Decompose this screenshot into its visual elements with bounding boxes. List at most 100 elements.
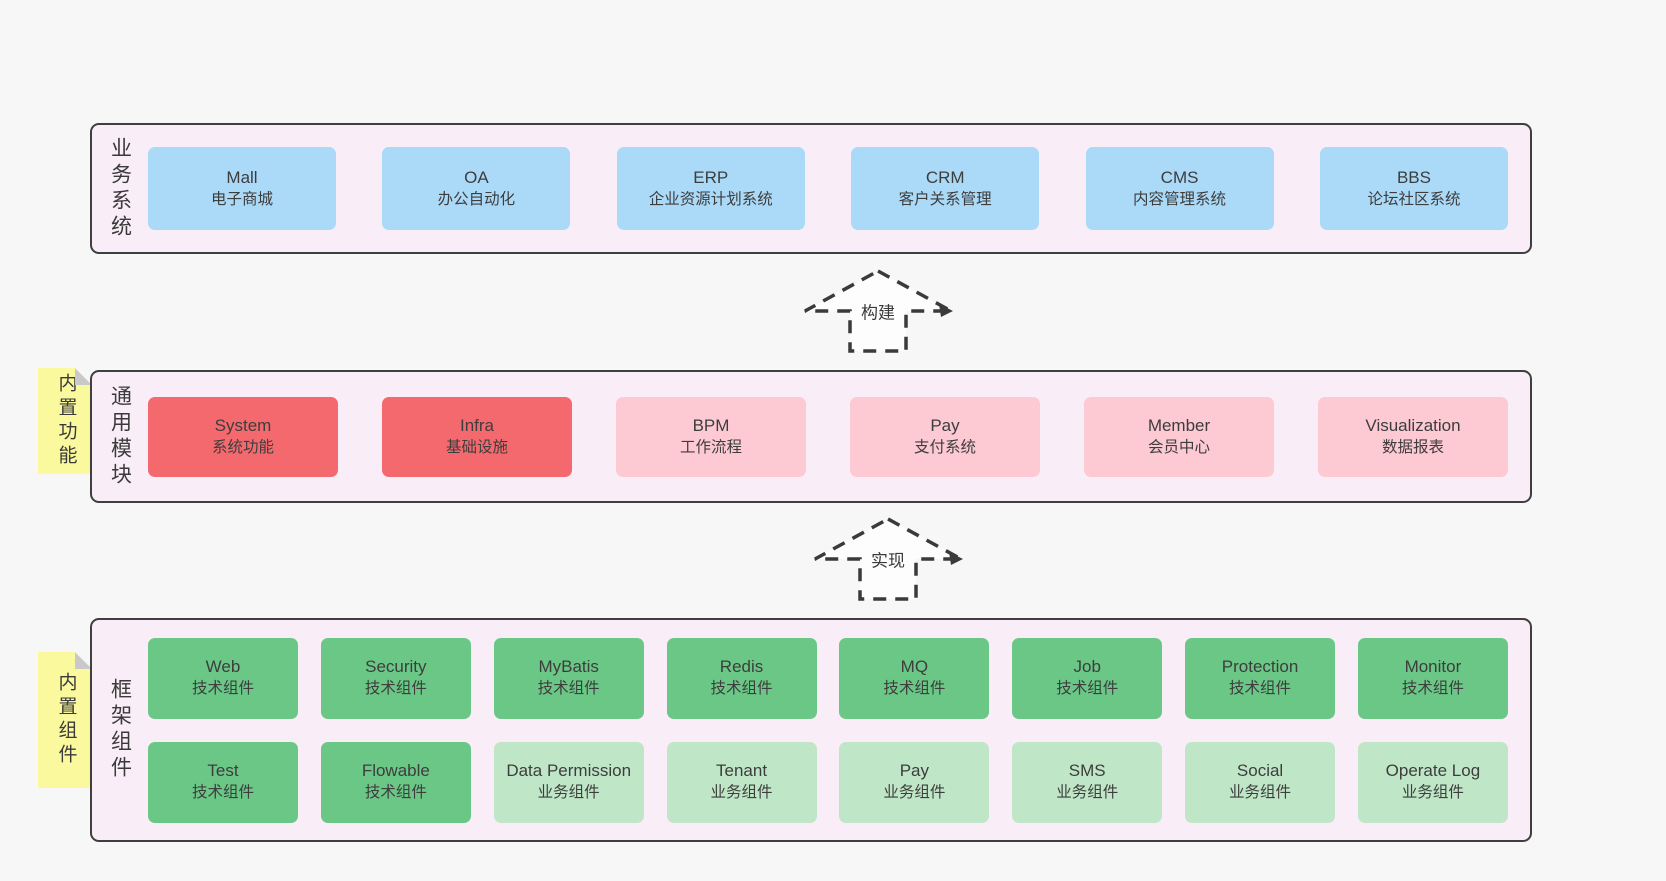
node-name: Social	[1236, 761, 1284, 781]
node-test: Test 技术组件	[148, 741, 298, 823]
node-pay-system: Pay 支付系统	[850, 396, 1040, 477]
node-subtitle: 内容管理系统	[1133, 190, 1227, 208]
node-bpm: BPM 工作流程	[616, 396, 806, 477]
node-name: System	[214, 415, 272, 435]
node-sms: SMS 业务组件	[1012, 741, 1163, 823]
sticky-built-in-features-label: 内置功能	[55, 373, 77, 469]
band-framework-components-label: 框架组件	[108, 678, 132, 782]
node-subtitle: 业务组件	[1229, 784, 1292, 801]
node-mybatis: MyBatis 技术组件	[493, 637, 644, 719]
node-subtitle: 系统功能	[211, 438, 274, 456]
node-mall: Mall 电子商城	[148, 147, 336, 230]
node-name: BBS	[1396, 167, 1431, 187]
node-subtitle: 客户关系管理	[898, 190, 992, 208]
component-row-2: Test 技术组件 Flowable 技术组件 Data Permission …	[148, 741, 1508, 823]
node-name: Security	[365, 657, 427, 677]
node-subtitle: 技术组件	[364, 680, 427, 697]
node-flowable: Flowable 技术组件	[320, 741, 471, 823]
node-name: OA	[464, 167, 489, 187]
node-subtitle: 办公自动化	[437, 190, 516, 208]
node-subtitle: 技术组件	[1401, 680, 1464, 697]
node-name: Flowable	[361, 761, 430, 781]
node-subtitle: 企业资源计划系统	[648, 190, 773, 208]
node-protection: Protection 技术组件	[1185, 637, 1336, 719]
node-subtitle: 业务组件	[1056, 784, 1119, 801]
node-pay-component: Pay 业务组件	[839, 741, 990, 823]
node-mq: MQ 技术组件	[839, 637, 990, 719]
node-name: Data Permission	[506, 761, 632, 781]
band-common-modules-content: System 系统功能 Infra 基础设施 BPM 工作流程 Pay 支付系统…	[148, 372, 1530, 501]
node-subtitle: 技术组件	[191, 784, 254, 801]
node-system: System 系统功能	[148, 396, 338, 477]
node-job: Job 技术组件	[1012, 637, 1163, 719]
node-subtitle: 业务组件	[883, 784, 946, 801]
node-subtitle: 会员中心	[1147, 438, 1210, 456]
component-row-1: Web 技术组件 Security 技术组件 MyBatis 技术组件 Redi…	[148, 637, 1508, 719]
arrow-build: 构建	[802, 268, 954, 354]
node-name: Tenant	[716, 761, 768, 781]
node-subtitle: 数据报表	[1381, 438, 1444, 456]
node-name: Member	[1147, 415, 1211, 435]
node-subtitle: 技术组件	[537, 680, 600, 697]
node-name: Web	[205, 657, 241, 677]
node-subtitle: 技术组件	[1056, 680, 1119, 697]
band-business-systems-content: Mall 电子商城 OA 办公自动化 ERP 企业资源计划系统 CRM 客户关系…	[148, 125, 1530, 252]
arrow-implement: 实现	[812, 516, 964, 602]
node-social: Social 业务组件	[1185, 741, 1336, 823]
arrow-build-label: 构建	[858, 297, 898, 325]
node-name: CMS	[1160, 167, 1199, 187]
node-subtitle: 业务组件	[1401, 784, 1464, 801]
node-infra: Infra 基础设施	[382, 396, 572, 477]
node-security: Security 技术组件	[320, 637, 471, 719]
node-tenant: Tenant 业务组件	[666, 741, 817, 823]
node-name: ERP	[693, 167, 729, 187]
node-name: Mall	[226, 167, 258, 187]
node-name: CRM	[925, 167, 965, 187]
node-name: Job	[1073, 657, 1101, 677]
node-member: Member 会员中心	[1084, 396, 1274, 477]
node-erp: ERP 企业资源计划系统	[616, 147, 805, 230]
node-data-permission: Data Permission 业务组件	[493, 741, 644, 823]
node-subtitle: 支付系统	[913, 438, 976, 456]
node-name: Pay	[899, 761, 930, 781]
node-name: SMS	[1068, 761, 1106, 781]
node-name: Pay	[930, 415, 960, 435]
node-name: Visualization	[1365, 415, 1461, 435]
band-framework-components: 框架组件 Web 技术组件 Security 技术组件 MyBatis 技术组件…	[90, 618, 1532, 842]
band-business-systems: 业务系统 Mall 电子商城 OA 办公自动化 ERP 企业资源计划系统 CRM…	[90, 123, 1532, 254]
node-bbs: BBS 论坛社区系统	[1319, 147, 1508, 230]
band-framework-components-content: Web 技术组件 Security 技术组件 MyBatis 技术组件 Redi…	[148, 620, 1530, 840]
node-name: Redis	[719, 657, 764, 677]
node-crm: CRM 客户关系管理	[851, 147, 1040, 230]
node-subtitle: 基础设施	[445, 438, 508, 456]
sticky-built-in-features: 内置功能	[38, 368, 92, 474]
node-name: Test	[207, 761, 239, 781]
node-subtitle: 技术组件	[364, 784, 427, 801]
node-subtitle: 技术组件	[1229, 680, 1292, 697]
sticky-built-in-components-label: 内置组件	[55, 672, 77, 768]
node-subtitle: 技术组件	[883, 680, 946, 697]
node-name: Infra	[459, 415, 495, 435]
node-name: Protection	[1221, 657, 1299, 677]
node-operate-log: Operate Log 业务组件	[1357, 741, 1508, 823]
node-oa: OA 办公自动化	[382, 147, 571, 230]
node-subtitle: 技术组件	[191, 680, 254, 697]
node-name: MQ	[900, 657, 929, 677]
node-name: Operate Log	[1385, 761, 1481, 781]
node-visualization: Visualization 数据报表	[1318, 396, 1508, 477]
node-subtitle: 电子商城	[210, 190, 273, 208]
node-redis: Redis 技术组件	[666, 637, 817, 719]
node-name: MyBatis	[538, 657, 599, 677]
node-web: Web 技术组件	[148, 637, 298, 719]
node-monitor: Monitor 技术组件	[1357, 637, 1508, 719]
node-subtitle: 业务组件	[537, 784, 600, 801]
band-business-systems-label: 业务系统	[108, 136, 132, 241]
arrow-implement-label: 实现	[868, 545, 908, 573]
node-subtitle: 技术组件	[710, 680, 773, 697]
node-subtitle: 论坛社区系统	[1367, 190, 1461, 208]
band-common-modules: 通用模块 System 系统功能 Infra 基础设施 BPM 工作流程 Pay…	[90, 370, 1532, 503]
band-common-modules-label: 通用模块	[108, 384, 132, 489]
node-subtitle: 工作流程	[679, 438, 742, 456]
node-subtitle: 业务组件	[710, 784, 773, 801]
